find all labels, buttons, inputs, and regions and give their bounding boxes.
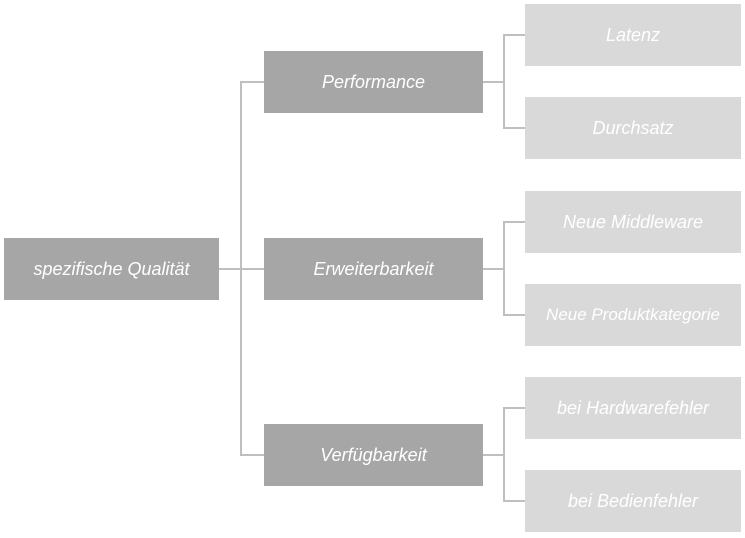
leaf-label: bei Hardwarefehler — [556, 397, 710, 418]
leaf-label: Latenz — [605, 24, 661, 45]
connector-neue-produktkategorie — [503, 269, 525, 316]
connector-durchsatz — [503, 82, 525, 129]
branch-label: Verfügbarkeit — [320, 444, 427, 465]
connector-trunk-verfuegbarkeit — [240, 269, 264, 456]
leaf-node-durchsatz: Durchsatz — [525, 97, 741, 159]
branch-node-verfuegbarkeit: Verfügbarkeit — [264, 424, 483, 486]
leaf-label: bei Bedienfehler — [567, 490, 699, 511]
branch-node-erweiterbarkeit: Erweiterbarkeit — [264, 238, 483, 300]
connector-latenz — [503, 34, 525, 82]
root-node: spezifische Qualität — [4, 238, 219, 300]
connector-bedienfehler — [503, 455, 525, 502]
leaf-node-bedienfehler: bei Bedienfehler — [525, 470, 741, 532]
connector-hardwarefehler — [503, 407, 525, 455]
branch-label: Performance — [321, 71, 426, 92]
branch-node-performance: Performance — [264, 51, 483, 113]
connector-neue-middleware — [503, 221, 525, 269]
leaf-node-hardwarefehler: bei Hardwarefehler — [525, 377, 741, 439]
leaf-node-latenz: Latenz — [525, 4, 741, 66]
leaf-node-neue-produktkategorie: Neue Produktkategorie — [525, 284, 741, 346]
root-label: spezifische Qualität — [33, 258, 190, 279]
branch-label: Erweiterbarkeit — [313, 258, 434, 279]
leaf-label: Neue Middleware — [562, 211, 704, 232]
leaf-label: Durchsatz — [592, 117, 674, 138]
connector-trunk-performance — [240, 81, 264, 269]
leaf-label: Neue Produktkategorie — [546, 305, 720, 324]
leaf-node-neue-middleware: Neue Middleware — [525, 191, 741, 253]
